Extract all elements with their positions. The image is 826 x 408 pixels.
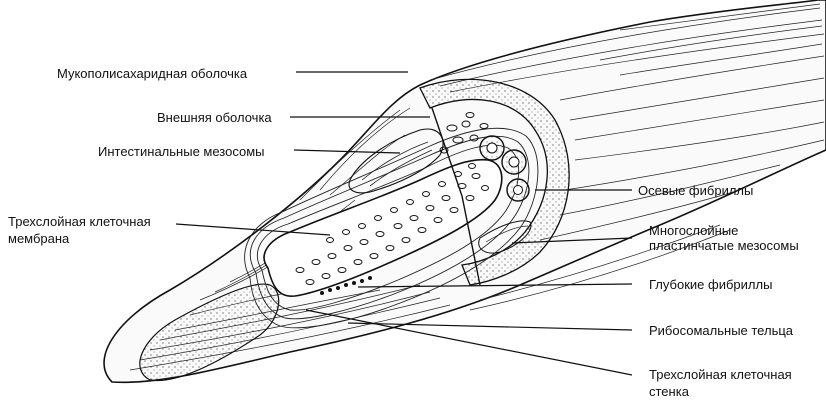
label-cell-membrane-line2: мембрана xyxy=(8,231,69,247)
label-outer-sheath: Внешняя оболочка xyxy=(157,110,272,126)
label-axial-fibrils: Осевые фибриллы xyxy=(638,183,753,199)
label-cell-wall-line2: стенка xyxy=(649,384,689,400)
label-lamellar-mesosomes-line2: пластинчатые мезосомы xyxy=(649,238,799,254)
label-intestinal-mesosomes: Интестинальные мезосомы xyxy=(98,144,265,160)
label-lamellar-mesosomes-line1: Многослойные xyxy=(649,223,738,239)
label-cell-membrane-line1: Трехслойная клеточная xyxy=(8,214,151,230)
label-ribosomal-bodies: Рибосомальные тельца xyxy=(649,323,793,339)
label-cell-wall-line1: Трехслойная клеточная xyxy=(649,367,792,383)
label-deep-fibrils: Глубокие фибриллы xyxy=(649,277,772,293)
label-mucopolysaccharide-sheath: Мукополисахаридная оболочка xyxy=(57,66,247,82)
